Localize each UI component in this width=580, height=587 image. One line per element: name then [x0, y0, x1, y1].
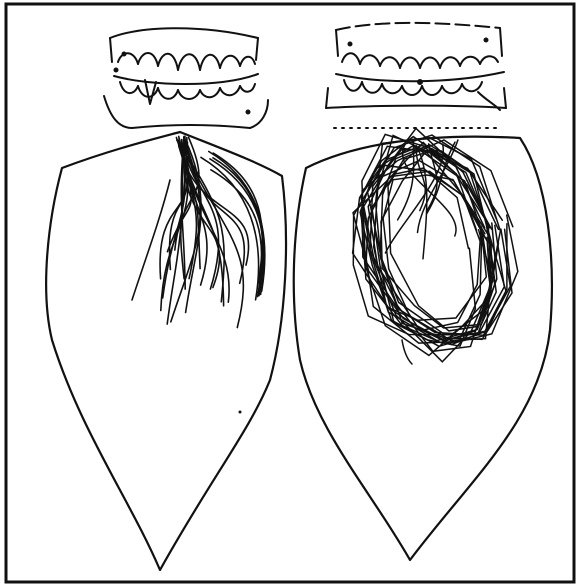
tracing-strand	[132, 180, 170, 300]
left-panel	[46, 28, 286, 570]
tracing-strand	[210, 159, 264, 295]
tracing-strands-icon	[132, 136, 265, 327]
dentition-icon	[326, 23, 506, 128]
leaf-outline-icon	[294, 137, 552, 560]
right-panel	[294, 23, 552, 560]
speck	[239, 411, 242, 414]
dentition-icon	[104, 28, 268, 128]
tracing-strands-icon	[353, 128, 518, 364]
